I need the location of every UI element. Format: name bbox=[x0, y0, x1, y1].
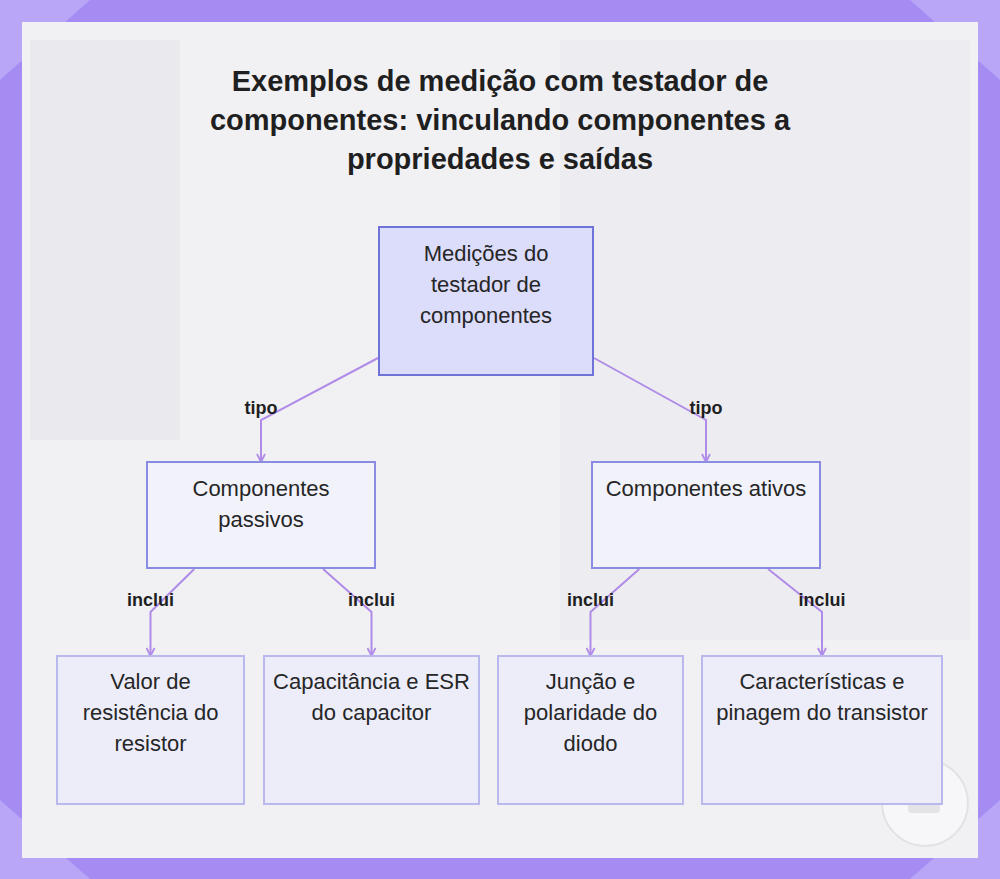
node-text: Componentes ativos bbox=[601, 473, 811, 504]
category-box: Valor de resistência do resistor bbox=[56, 655, 245, 805]
connector-arrow bbox=[151, 569, 195, 655]
category-box: Componentes ativos bbox=[591, 461, 821, 569]
node-text: Capacitância e ESR do capacitor bbox=[273, 666, 470, 728]
inner-panel bbox=[22, 22, 978, 858]
category-box: Características e pinagem do transistor bbox=[701, 655, 943, 805]
diagram-title: Exemplos de medição com testador de comp… bbox=[150, 62, 850, 179]
connector-arrow bbox=[591, 569, 640, 655]
edge-label: tipo bbox=[245, 398, 278, 419]
category-box: Junção e polaridade do diodo bbox=[497, 655, 684, 805]
category-box: Componentes passivos bbox=[146, 461, 376, 569]
edge-label: tipo bbox=[690, 398, 723, 419]
edge-label: inclui bbox=[798, 590, 845, 611]
category-box: Capacitância e ESR do capacitor bbox=[263, 655, 480, 805]
connector-arrow bbox=[768, 569, 822, 655]
connector-arrow bbox=[323, 569, 371, 655]
connector-arrow bbox=[594, 358, 706, 461]
root-box: Medições do testador de componentes bbox=[378, 226, 594, 376]
node-text: Junção e polaridade do diodo bbox=[507, 666, 674, 759]
node-text: Características e pinagem do transistor bbox=[711, 666, 933, 728]
node-text: Medições do testador de componentes bbox=[388, 238, 584, 331]
node-text: Componentes passivos bbox=[156, 473, 366, 535]
node-text: Valor de resistência do resistor bbox=[66, 666, 235, 759]
edge-label: inclui bbox=[567, 590, 614, 611]
edge-label: inclui bbox=[127, 590, 174, 611]
blurred-photo-area bbox=[30, 40, 180, 440]
edge-label: inclui bbox=[348, 590, 395, 611]
connector-arrow bbox=[261, 358, 378, 461]
